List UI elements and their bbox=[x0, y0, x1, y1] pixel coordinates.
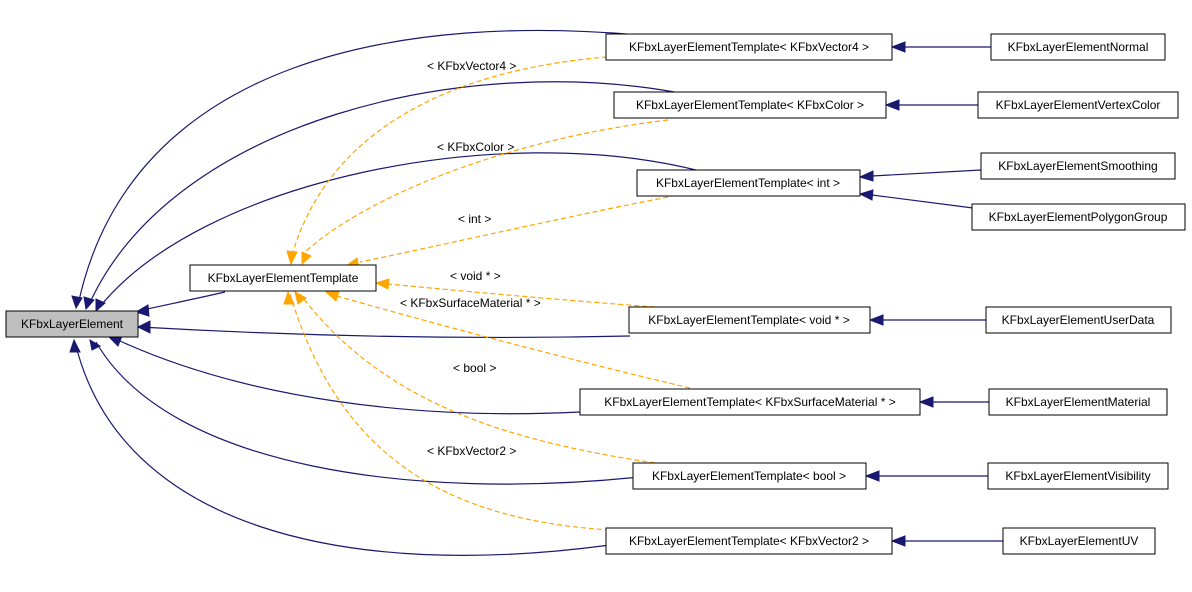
node-vertex-color[interactable]: KFbxLayerElementVertexColor bbox=[977, 91, 1179, 119]
arrowhead-polygon-group bbox=[858, 189, 874, 201]
node-label: KFbxLayerElementTemplate< KFbxSurfaceMat… bbox=[604, 395, 895, 409]
arrowhead-root-3 bbox=[95, 298, 106, 313]
node-label: KFbxLayerElementTemplate< KFbxVector4 > bbox=[629, 40, 869, 54]
node-material[interactable]: KFbxLayerElementMaterial bbox=[988, 388, 1168, 416]
arrowhead-template-5 bbox=[324, 290, 340, 302]
node-label: KFbxLayerElementPolygonGroup bbox=[989, 210, 1168, 224]
edge-polygon-group bbox=[871, 194, 974, 209]
node-label: KFbxLayerElementUserData bbox=[1002, 313, 1155, 327]
node-user-data[interactable]: KFbxLayerElementUserData bbox=[985, 306, 1172, 334]
edge-label-int: < int > bbox=[458, 212, 491, 226]
node-template-bool[interactable]: KFbxLayerElementTemplate< bool > bbox=[632, 462, 867, 490]
node-kfbx-layer-element-template[interactable]: KFbxLayerElementTemplate bbox=[189, 264, 377, 292]
edge-template-to-root bbox=[137, 291, 226, 312]
node-label: KFbxLayerElementSmoothing bbox=[998, 159, 1157, 173]
node-template-int[interactable]: KFbxLayerElementTemplate< int > bbox=[636, 169, 861, 197]
arrowhead-smoothing bbox=[858, 170, 874, 182]
node-template-void[interactable]: KFbxLayerElementTemplate< void * > bbox=[628, 306, 871, 334]
node-visibility[interactable]: KFbxLayerElementVisibility bbox=[987, 462, 1169, 490]
edge-label-void: < void * > bbox=[450, 269, 501, 283]
node-template-vector2[interactable]: KFbxLayerElementTemplate< KFbxVector2 > bbox=[605, 527, 893, 555]
edge-bool-to-root bbox=[95, 341, 641, 485]
arrowhead-normal bbox=[890, 41, 906, 53]
node-label: KFbxLayerElementVisibility bbox=[1005, 469, 1150, 483]
arrowhead-root-5 bbox=[136, 320, 151, 334]
arrowhead-root-8 bbox=[69, 338, 81, 353]
edge-label-vector4: < KFbxVector4 > bbox=[427, 59, 516, 73]
edge-smoothing bbox=[871, 169, 982, 177]
node-label: KFbxLayerElementTemplate< KFbxVector2 > bbox=[629, 534, 869, 548]
edge-vector4-to-root bbox=[77, 29, 661, 306]
node-label: KFbxLayerElementTemplate bbox=[208, 271, 359, 285]
edge-color-to-root bbox=[87, 81, 691, 308]
edge-void-to-root bbox=[139, 326, 631, 338]
template-edges bbox=[289, 56, 691, 531]
edge-label-color: < KFbxColor > bbox=[437, 140, 514, 154]
edge-label-material: < KFbxSurfaceMaterial * > bbox=[400, 296, 541, 310]
dashed-material bbox=[329, 293, 691, 389]
arrowheads bbox=[69, 41, 934, 547]
dashed-bool bbox=[299, 293, 656, 464]
arrowhead-template-6 bbox=[294, 291, 307, 305]
arrowhead-material bbox=[918, 396, 934, 408]
node-kfbx-layer-element[interactable]: KFbxLayerElement bbox=[5, 310, 139, 338]
node-label: KFbxLayerElementTemplate< KFbxColor > bbox=[636, 98, 864, 112]
edge-int-to-root bbox=[97, 152, 701, 310]
inheritance-edges bbox=[74, 29, 701, 556]
edge-label-bool: < bool > bbox=[453, 361, 496, 375]
node-label: KFbxLayerElementMaterial bbox=[1006, 395, 1151, 409]
arrowhead-vertex-color bbox=[884, 99, 900, 111]
node-normal[interactable]: KFbxLayerElementNormal bbox=[990, 33, 1166, 61]
node-label: KFbxLayerElementVertexColor bbox=[996, 98, 1161, 112]
arrowhead-root-2 bbox=[83, 296, 95, 311]
dashed-color bbox=[302, 119, 669, 255]
arrowhead-visibility bbox=[864, 470, 880, 482]
node-smoothing[interactable]: KFbxLayerElementSmoothing bbox=[980, 152, 1176, 180]
node-template-material[interactable]: KFbxLayerElementTemplate< KFbxSurfaceMat… bbox=[579, 388, 921, 416]
node-label: KFbxLayerElementTemplate< void * > bbox=[648, 313, 849, 327]
edge-label-vector2: < KFbxVector2 > bbox=[427, 444, 516, 458]
edge-material-to-root bbox=[119, 340, 581, 415]
node-polygon-group[interactable]: KFbxLayerElementPolygonGroup bbox=[971, 203, 1186, 231]
arrowhead-root-4 bbox=[134, 304, 150, 317]
node-template-vector4[interactable]: KFbxLayerElementTemplate< KFbxVector4 > bbox=[605, 33, 893, 61]
dashed-vector4 bbox=[292, 56, 608, 253]
arrowhead-template-1 bbox=[286, 250, 298, 266]
edge-vector2-to-root bbox=[74, 341, 611, 556]
dashed-void bbox=[377, 282, 656, 308]
dashed-int bbox=[359, 196, 669, 263]
arrowhead-root-7 bbox=[89, 338, 102, 351]
node-template-color[interactable]: KFbxLayerElementTemplate< KFbxColor > bbox=[613, 91, 887, 119]
arrowhead-template-2 bbox=[301, 251, 312, 266]
node-label: KFbxLayerElement bbox=[21, 317, 124, 331]
arrowhead-root-1 bbox=[71, 295, 83, 310]
nodes: KFbxLayerElement KFbxLayerElementTemplat… bbox=[5, 33, 1186, 555]
arrowhead-template-4 bbox=[374, 278, 390, 290]
node-label: KFbxLayerElementTemplate< int > bbox=[656, 176, 840, 190]
arrowhead-user-data bbox=[868, 314, 884, 326]
leaf-edges bbox=[871, 46, 1003, 542]
arrowhead-template-7 bbox=[283, 290, 295, 305]
edge-labels: < KFbxVector4 > < KFbxColor > < int > < … bbox=[400, 59, 541, 458]
node-label: KFbxLayerElementNormal bbox=[1008, 40, 1149, 54]
node-uv[interactable]: KFbxLayerElementUV bbox=[1002, 527, 1156, 555]
dashed-vector2 bbox=[289, 293, 611, 531]
node-label: KFbxLayerElementUV bbox=[1020, 534, 1139, 548]
node-label: KFbxLayerElementTemplate< bool > bbox=[652, 469, 846, 483]
arrowhead-uv bbox=[890, 535, 906, 547]
